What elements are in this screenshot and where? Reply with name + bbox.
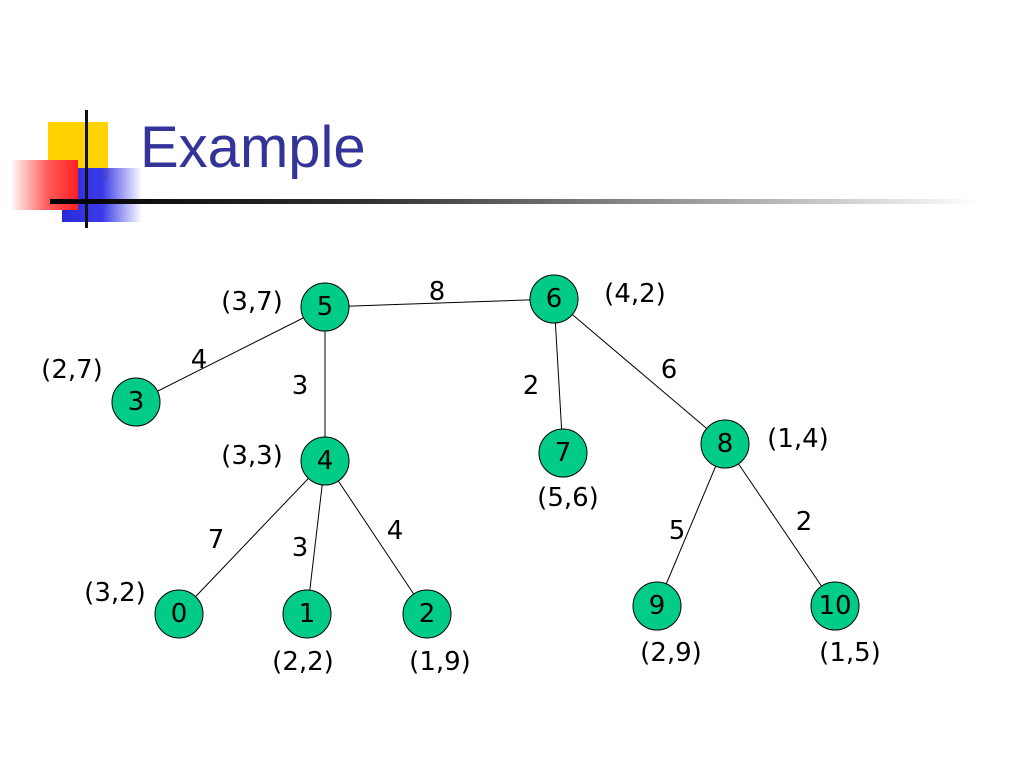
node-circle-4 <box>300 436 350 486</box>
edge-6-8 <box>553 298 726 445</box>
edge-weight-8-9: 5 <box>669 516 686 546</box>
edge-weight-8-10: 2 <box>796 507 813 537</box>
node-id-5: 5 <box>317 292 334 322</box>
node-circle-3 <box>111 377 161 427</box>
node-label-5: (3,7) <box>221 287 283 317</box>
node-1: 1 <box>282 589 332 639</box>
node-id-2: 2 <box>419 599 436 629</box>
node-circle-5 <box>300 282 350 332</box>
node-id-4: 4 <box>317 446 334 476</box>
node-label-7: (5,6) <box>537 483 599 513</box>
node-id-1: 1 <box>299 599 316 629</box>
node-label-10: (1,5) <box>819 638 881 668</box>
edge-4-1 <box>306 460 326 615</box>
edge-6-7 <box>553 298 564 454</box>
edge-weight-5-4: 3 <box>292 371 309 401</box>
edge-weight-6-7: 2 <box>523 371 540 401</box>
edge-weight-4-1: 3 <box>292 533 309 563</box>
node-label-4: (3,3) <box>221 441 283 471</box>
node-circle-2 <box>402 589 452 639</box>
node-9: 9 <box>632 581 682 631</box>
edge-8-9 <box>656 443 726 607</box>
node-id-7: 7 <box>555 438 572 468</box>
edge-weights: 8 4 3 2 6 7 3 4 5 2 <box>191 277 813 563</box>
node-circle-8 <box>700 419 750 469</box>
edge-weight-4-2: 4 <box>387 516 404 546</box>
node-circle-10 <box>810 581 860 631</box>
edge-5-3 <box>135 306 326 403</box>
node-id-9: 9 <box>649 591 666 621</box>
node-circle-7 <box>538 428 588 478</box>
node-id-8: 8 <box>717 429 734 459</box>
decor-vertical-line <box>85 110 88 228</box>
node-id-0: 0 <box>171 599 188 629</box>
edge-5-6 <box>324 298 555 308</box>
node-2: 2 <box>402 589 452 639</box>
node-id-10: 10 <box>818 591 851 621</box>
node-labels: (3,7) (4,2) (2,7) (3,3) (5,6) (1,4) (3,2) (2,2)… <box>41 279 881 677</box>
edge-weight-5-6: 8 <box>429 277 446 307</box>
edge-weight-6-8: 6 <box>661 355 678 385</box>
nodes: 5 6 3 4 7 8 0 1 2 9 10 <box>111 274 860 639</box>
node-circle-9 <box>632 581 682 631</box>
edge-4-2 <box>324 460 428 615</box>
edge-8-10 <box>724 443 836 607</box>
node-10: 10 <box>810 581 860 631</box>
node-0: 0 <box>154 589 204 639</box>
node-label-6: (4,2) <box>604 279 666 309</box>
node-label-2: (1,9) <box>409 647 471 677</box>
node-3: 3 <box>111 377 161 427</box>
node-label-9: (2,9) <box>640 638 702 668</box>
node-circle-0 <box>154 589 204 639</box>
node-label-1: (2,2) <box>272 647 334 677</box>
edges <box>135 298 836 615</box>
edge-weight-5-3: 4 <box>191 345 208 375</box>
edge-4-0 <box>178 460 326 615</box>
node-5: 5 <box>300 282 350 332</box>
node-circle-1 <box>282 589 332 639</box>
node-7: 7 <box>538 428 588 478</box>
node-id-6: 6 <box>546 284 563 314</box>
node-circle-6 <box>529 274 579 324</box>
node-6: 6 <box>529 274 579 324</box>
node-label-0: (3,2) <box>84 578 146 608</box>
edge-weight-4-0: 7 <box>208 525 225 555</box>
node-4: 4 <box>300 436 350 486</box>
node-id-3: 3 <box>128 387 145 417</box>
slide-title: Example <box>140 115 366 180</box>
title-underline <box>50 199 980 204</box>
node-8: 8 <box>700 419 750 469</box>
node-label-3: (2,7) <box>41 355 103 385</box>
node-label-8: (1,4) <box>767 424 829 454</box>
